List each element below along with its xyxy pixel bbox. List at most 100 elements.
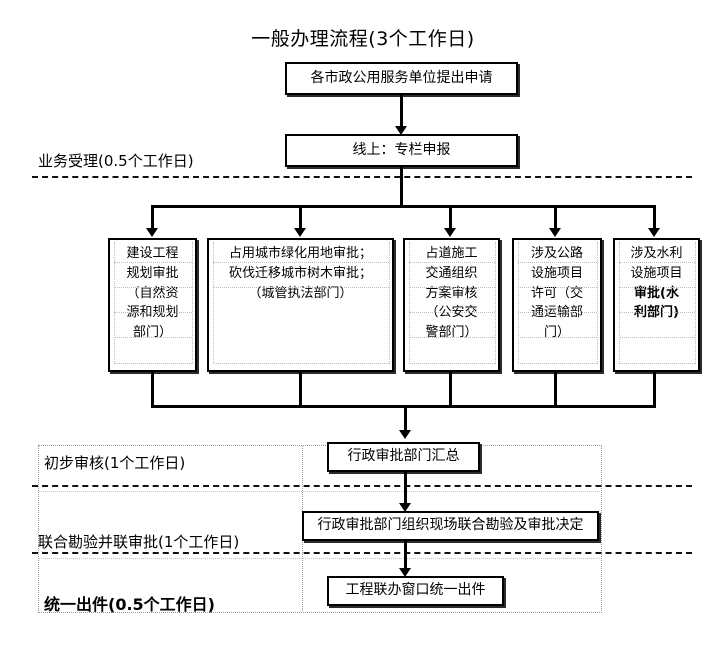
arrowhead-icon <box>146 228 158 237</box>
cell-guide <box>192 242 193 364</box>
node-apply: 各市政公用服务单位提出申请 <box>285 62 518 95</box>
cell-guide <box>213 242 214 364</box>
cell-guide <box>619 287 695 288</box>
cell-guide <box>114 363 192 364</box>
cell-guide <box>518 363 597 364</box>
edge-up-2 <box>299 372 302 408</box>
edge-up-3 <box>449 372 452 408</box>
cell-guide <box>114 242 115 364</box>
node-road-occupation-approval-line1: 占道施工 <box>425 246 478 261</box>
cell-guide <box>213 262 389 263</box>
edge-fanin-bus <box>151 405 656 408</box>
cell-guide <box>619 363 695 364</box>
cell-guide <box>619 262 695 263</box>
cell-guide <box>213 287 389 288</box>
cell-guide <box>518 337 597 338</box>
node-water-facility-approval-line1: 涉及水利 <box>630 246 683 261</box>
node-water-facility-approval: 涉及水利 设施项目 审批(水 利部门) <box>613 238 700 372</box>
node-green-land-approval-line3: （城管执法部门） <box>248 285 353 301</box>
cell-guide <box>409 242 410 364</box>
node-planning-approval-line5: 部门） <box>132 325 172 340</box>
swimlane-row-divider <box>39 558 600 559</box>
node-planning-approval: 建设工程 规划审批 （自然资 源和规划 部门） <box>108 238 197 372</box>
page-title: 一般办理流程(3个工作日) <box>251 28 475 50</box>
phase-divider-joint <box>32 552 692 554</box>
cell-guide <box>409 287 495 288</box>
node-apply-label: 各市政公用服务单位提出申请 <box>310 69 493 86</box>
arrowhead-icon <box>294 228 306 237</box>
cell-guide <box>518 287 597 288</box>
arrowhead-icon <box>399 430 411 439</box>
node-green-land-approval-line2: 砍伐迁移城市树木审批； <box>228 265 372 281</box>
cell-guide <box>213 363 389 364</box>
phase-label-joint: 联合勘验并联审批(1个工作日) <box>38 533 240 551</box>
node-road-occupation-approval: 占道施工 交通组织 方案审核 （公安交 警部门） <box>403 238 500 372</box>
node-green-land-approval: 占用城市绿化用地审批； 砍伐迁移城市树木审批； （城管执法部门） <box>207 238 394 372</box>
cell-guide <box>695 242 696 364</box>
arrowhead-icon <box>399 568 411 577</box>
cell-guide <box>409 312 495 313</box>
arrowhead-icon <box>399 503 411 512</box>
arrowhead-icon <box>444 228 456 237</box>
node-water-facility-approval-line4: 利部门) <box>634 305 679 321</box>
cell-guide <box>619 242 620 364</box>
cell-guide <box>518 262 597 263</box>
phase-divider-acceptance <box>32 176 692 178</box>
node-summary: 行政审批部门汇总 <box>327 442 480 472</box>
node-road-occupation-approval-line4: （公安交 <box>425 305 478 321</box>
cell-guide <box>114 287 192 288</box>
cell-guide <box>619 337 695 338</box>
arrowhead-icon <box>395 126 407 135</box>
node-online-declaration-label: 线上：专栏申报 <box>352 141 451 158</box>
swimlane-region <box>38 445 602 613</box>
edge-drop-5 <box>653 205 656 232</box>
node-water-facility-approval-line2: 设施项目 <box>630 265 683 281</box>
node-joint-survey: 行政审批部门组织现场联合勘验及审批决定 <box>302 511 599 541</box>
edge-up-4 <box>554 372 557 408</box>
node-road-occupation-approval-line3: 方案审核 <box>425 285 478 301</box>
cell-guide <box>409 337 495 338</box>
node-issue: 工程联办窗口统一出件 <box>327 576 504 606</box>
node-planning-approval-line2: 规划审批 <box>126 265 179 281</box>
swimlane-row-divider <box>39 491 600 492</box>
node-highway-facility-permit-line5: 门） <box>543 325 570 340</box>
node-green-land-approval-line1: 占用城市绿化用地审批； <box>228 246 372 261</box>
node-highway-facility-permit-line3: 许可（交 <box>530 285 583 301</box>
node-planning-approval-line3: （自然资 <box>126 285 179 301</box>
phase-label-issuance: 统一出件(0.5个工作日) <box>44 595 215 614</box>
node-highway-facility-permit: 涉及公路 设施项目 许可（交 通运输部 门） <box>512 238 602 372</box>
node-highway-facility-permit-line4: 通运输部 <box>530 305 583 321</box>
edge-online-stem <box>400 167 403 205</box>
cell-guide <box>597 242 598 364</box>
edge-apply-to-online <box>400 95 403 132</box>
node-road-occupation-approval-line2: 交通组织 <box>425 265 478 281</box>
node-joint-survey-label: 行政审批部门组织现场联合勘验及审批决定 <box>317 517 584 534</box>
edge-drop-1 <box>151 205 154 232</box>
cell-guide <box>619 312 695 313</box>
node-online-declaration: 线上：专栏申报 <box>285 134 518 167</box>
node-highway-facility-permit-line1: 涉及公路 <box>530 246 583 261</box>
phase-divider-preliminary <box>32 485 692 487</box>
phase-label-acceptance: 业务受理(0.5个工作日) <box>38 152 194 170</box>
edge-up-5 <box>653 372 656 408</box>
edge-up-1 <box>151 372 154 408</box>
node-water-facility-approval-line3: 审批(水 <box>634 285 679 301</box>
cell-guide <box>518 312 597 313</box>
edge-fanin-stem <box>404 405 407 435</box>
edge-drop-3 <box>449 205 452 232</box>
node-planning-approval-line4: 源和规划 <box>126 305 179 321</box>
node-summary-label: 行政审批部门汇总 <box>347 448 460 465</box>
node-highway-facility-permit-line2: 设施项目 <box>530 265 583 281</box>
cell-guide <box>518 242 519 364</box>
node-road-occupation-approval-line5: 警部门） <box>425 325 478 340</box>
edge-drop-2 <box>299 205 302 232</box>
cell-guide <box>114 262 192 263</box>
node-planning-approval-line1: 建设工程 <box>126 246 179 261</box>
cell-guide <box>389 242 390 364</box>
edge-joint-to-issue <box>404 541 407 574</box>
arrowhead-icon <box>549 228 561 237</box>
phase-label-preliminary: 初步审核(1个工作日) <box>44 454 186 472</box>
cell-guide <box>409 363 495 364</box>
cell-guide <box>114 337 192 338</box>
